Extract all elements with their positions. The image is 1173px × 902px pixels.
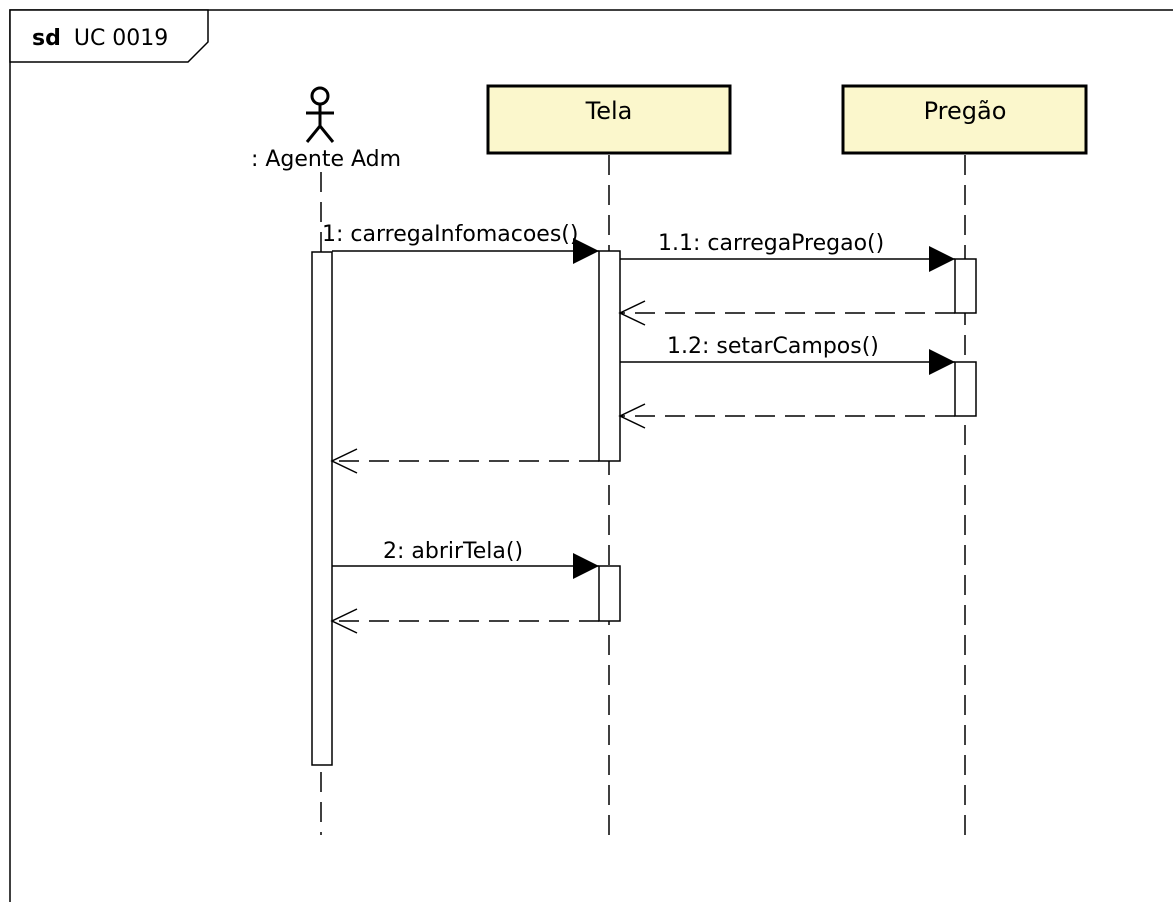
actor-label: : Agente Adm <box>251 147 401 172</box>
object-pregao: Pregão <box>841 84 1088 155</box>
return-message-carrega-pregao <box>618 300 955 326</box>
message-label: 1: carregaInfomacoes() <box>322 222 578 247</box>
return-message-setar-campos <box>618 403 955 429</box>
message-carrega-informacoes: 1: carregaInfomacoes() <box>322 222 599 264</box>
return-message-abrir-tela <box>330 608 599 634</box>
actor-stick-figure-icon <box>305 86 335 143</box>
frame-tab <box>9 9 209 63</box>
message-label: 1.2: setarCampos() <box>667 334 879 359</box>
activation-tela-2 <box>598 565 621 622</box>
message-carrega-pregao: 1.1: carregaPregao() <box>620 231 955 272</box>
object-tela: Tela <box>486 84 732 155</box>
message-label: 1.1: carregaPregao() <box>658 231 884 256</box>
object-pregao-label: Pregão <box>924 97 1007 125</box>
activation-pregao-2 <box>954 361 977 417</box>
message-label: 2: abrirTela() <box>383 539 523 564</box>
object-tela-label: Tela <box>585 97 633 125</box>
actor-agente-adm: : Agente Adm <box>251 86 401 172</box>
message-abrir-tela: 2: abrirTela() <box>332 539 599 579</box>
activation-tela-1 <box>598 250 621 462</box>
frame-title: sd UC 0019 <box>32 26 168 51</box>
activation-pregao-1 <box>954 258 977 314</box>
frame-name: UC 0019 <box>74 26 168 51</box>
diagram-frame: sd UC 0019 <box>9 9 1173 902</box>
return-message-carrega-informacoes <box>330 448 599 474</box>
message-setar-campos: 1.2: setarCampos() <box>620 334 955 375</box>
frame-keyword: sd <box>32 26 61 51</box>
activation-agente-adm <box>311 251 333 766</box>
